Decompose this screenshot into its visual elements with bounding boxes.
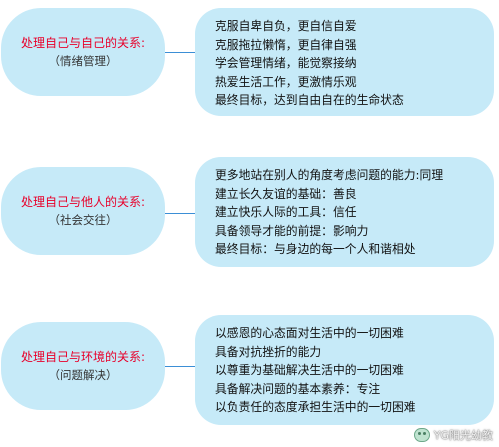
group-2-line-3: 建立快乐人际的工具：信任 xyxy=(215,205,357,220)
group-3-topic-bubble: 处理自己与环境的关系: （问题解决） xyxy=(1,322,165,410)
group-1-line-1: 克服自卑自负，更自信自爱 xyxy=(215,19,357,33)
group-3-subtitle: （问题解决） xyxy=(48,368,118,382)
wechat-icon xyxy=(413,428,430,442)
group-1-title: 处理自己与自己的关系: xyxy=(20,36,146,50)
group-2-line-2: 建立长久友谊的基础：善良 xyxy=(215,186,357,201)
group-2-line-5: 最终目标：与身边的每一个人和谐相处 xyxy=(215,242,416,257)
group-3-connector xyxy=(165,366,195,367)
group-3-line-5: 以负责任的态度承担生活中的一切困难 xyxy=(215,400,416,415)
group-3-detail-bubble: 以感恩的心态面对生活中的一切困难 具备对抗挫折的能力 以尊重为基础解决生活中的一… xyxy=(195,315,494,425)
group-1-subtitle: （情绪管理） xyxy=(48,54,118,68)
group-3-line-2: 具备对抗挫折的能力 xyxy=(215,344,322,359)
group-2-line-1: 更多地站在别人的角度考虑问题的能力:同理 xyxy=(215,168,444,182)
watermark-text: YG阳光幼教 xyxy=(433,429,493,442)
group-3-line-3: 以尊重为基础解决生活中的一切困难 xyxy=(215,363,404,378)
watermark: YG阳光幼教 xyxy=(413,427,493,443)
group-1-detail-bubble: 克服自卑自负，更自信自爱 克服拖拉懒惰，更自律自强 学会管理情绪，能觉察接纳 热… xyxy=(195,8,494,116)
group-2-detail-bubble: 更多地站在别人的角度考虑问题的能力:同理 建立长久友谊的基础：善良 建立快乐人际… xyxy=(195,157,494,267)
group-2-topic-bubble: 处理自己与他人的关系: （社会交往） xyxy=(1,167,165,255)
group-1-line-4: 热爱生活工作，更激情乐观 xyxy=(215,74,357,89)
group-2-subtitle: （社会交往） xyxy=(48,213,118,227)
group-1-line-5: 最终目标，达到自由自在的生命状态 xyxy=(215,93,404,108)
group-3-line-1: 以感恩的心态面对生活中的一切困难 xyxy=(215,326,404,340)
group-2-line-4: 具备领导才能的前提：影响力 xyxy=(215,223,369,238)
group-3-title: 处理自己与环境的关系: xyxy=(20,350,146,364)
group-1-connector xyxy=(165,52,195,53)
group-2-title: 处理自己与他人的关系: xyxy=(20,195,146,209)
group-2-connector xyxy=(165,213,195,214)
group-3-line-4: 具备解决问题的基本素养：专注 xyxy=(215,381,381,396)
group-1-line-2: 克服拖拉懒惰，更自律自强 xyxy=(215,37,357,52)
group-1-line-3: 学会管理情绪，能觉察接纳 xyxy=(215,56,357,71)
group-1-topic-bubble: 处理自己与自己的关系: （情绪管理） xyxy=(1,8,165,96)
